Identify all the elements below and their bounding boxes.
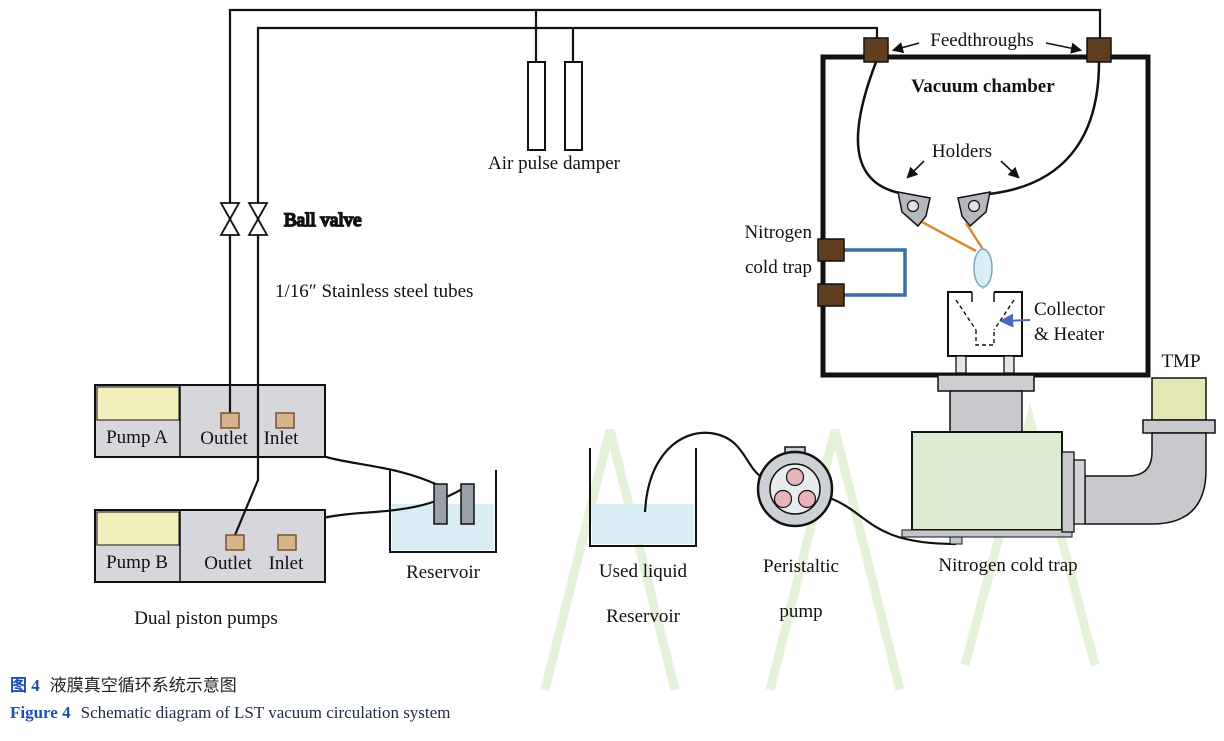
vacuum-chamber-label: Vacuum chamber <box>911 76 1055 97</box>
ball-valve-symbol <box>219 217 241 236</box>
caption-zh: 图 4 液膜真空循环系统示意图 <box>10 672 450 699</box>
damper-tube <box>564 61 583 151</box>
tmp-body <box>1151 377 1207 421</box>
caption-zh-text: 液膜真空循环系统示意图 <box>49 676 237 695</box>
supply-tube-left <box>856 61 906 196</box>
pump-b-outlet-port <box>225 534 245 551</box>
pump-a-inlet-label: Inlet <box>264 428 300 449</box>
holder-arrow <box>906 160 925 179</box>
feedthrough <box>1086 37 1112 63</box>
collector-arrow <box>999 313 1031 328</box>
collector-label-1: Collector <box>1034 299 1105 320</box>
pump-ports <box>220 412 297 551</box>
reservoir-label: Reservoir <box>406 562 481 583</box>
nitrogen-trap-box <box>911 431 1063 531</box>
pump-b-panel <box>96 511 180 546</box>
steel-tubes-label: 1/16″ Stainless steel tubes <box>275 281 473 302</box>
collector-label-2: & Heater <box>1034 324 1105 345</box>
used-liquid-label-2: Reservoir <box>606 606 681 627</box>
nitrogen-left-label-1: Nitrogen <box>744 222 812 243</box>
nozzle-line <box>921 220 977 253</box>
caption-en-number: Figure 4 <box>10 703 71 723</box>
pump-a-outlet-port <box>220 412 240 429</box>
chamber-flange <box>937 374 1035 392</box>
collector-foot <box>955 355 967 374</box>
collector-funnel-dashed <box>955 299 1015 346</box>
used-liquid <box>592 504 694 544</box>
nozzle-line <box>964 222 986 252</box>
pipe-pumpB-to-left-feedthrough <box>233 26 879 536</box>
nitrogen-trap-bottom-label: Nitrogen cold trap <box>938 555 1077 576</box>
air-pulse-damper: Air pulse damper <box>488 61 621 174</box>
trap-side-flange <box>1061 451 1075 533</box>
cold-trap-loop <box>844 248 907 297</box>
figure-caption: 图 4 液膜真空循环系统示意图 Figure 4 Schematic diagram… <box>10 672 450 726</box>
holder-arrow <box>1000 160 1020 179</box>
bottom-assembly: Nitrogen cold trap TMP <box>901 351 1216 576</box>
ball-valve-symbol <box>219 202 241 221</box>
air-pulse-damper-label: Air pulse damper <box>488 153 621 174</box>
holder-bolt <box>967 199 981 213</box>
trap-drain-nub <box>949 536 963 545</box>
pedestal <box>949 390 1023 433</box>
reservoir-dip-tube <box>433 483 448 525</box>
peristaltic-pump: Peristaltic pump <box>643 431 957 622</box>
feedthrough-arrow <box>891 42 920 53</box>
cold-trap-port <box>817 283 845 307</box>
pump-b-label: Pump B <box>106 552 168 573</box>
dual-piston-pumps-label: Dual piston pumps <box>134 608 278 629</box>
pump-a-panel <box>96 386 180 421</box>
feedthrough <box>863 37 889 63</box>
liquid-sheet <box>973 248 993 288</box>
pump-b-inlet-label: Inlet <box>269 553 305 574</box>
dual-piston-pumps: Pump A Outlet Inlet Pump B Outlet Inlet … <box>94 384 326 629</box>
cold-trap-port <box>817 238 845 262</box>
used-container <box>589 448 697 547</box>
holder-bolt <box>906 199 920 213</box>
ball-valves: Ball valve <box>219 202 362 236</box>
used-liquid-label-1: Used liquid <box>599 561 688 582</box>
pump-b-outlet-label: Outlet <box>204 553 252 574</box>
tmp-elbow-pipe <box>1084 432 1207 525</box>
supply-tube-right <box>987 61 1101 196</box>
caption-en: Figure 4 Schematic diagram of LST vacuum … <box>10 699 450 726</box>
tube-pump-to-trap <box>826 495 957 546</box>
collector-box <box>947 291 1023 357</box>
ball-valve-symbol <box>247 217 269 236</box>
peristaltic-label-1: Peristaltic <box>763 556 839 577</box>
peristaltic-label-2: pump <box>779 601 822 622</box>
nitrogen-left-label-2: cold trap <box>745 257 812 278</box>
tube-used-to-pump <box>643 431 764 513</box>
pump-a-inlet-port <box>275 412 295 429</box>
watermark <box>540 402 1100 692</box>
collector-opening <box>972 289 994 295</box>
holders-label: Holders <box>932 141 992 162</box>
tmp-label: TMP <box>1161 351 1200 372</box>
caption-zh-number: 图 4 <box>10 676 40 695</box>
pump-roller <box>785 467 805 487</box>
used-liquid-reservoir: Used liquid Reservoir <box>589 448 697 627</box>
collector-foot <box>1003 355 1015 374</box>
damper-tube <box>527 61 546 151</box>
feedthrough-arrow <box>1045 42 1083 54</box>
feedthroughs-label: Feedthroughs <box>930 30 1033 51</box>
ball-valve-label: Ball valve <box>284 210 362 231</box>
tmp-flange <box>1142 419 1216 434</box>
trap-base-plate <box>901 529 1073 538</box>
vacuum-chamber: Vacuum chamber Feedthroughs Holders Nitr… <box>744 30 1151 378</box>
ball-valve-symbol <box>247 202 269 221</box>
pump-b-inlet-port <box>277 534 297 551</box>
pump-roller <box>797 489 817 509</box>
reservoir: Reservoir <box>284 427 497 583</box>
pump-a-label: Pump A <box>106 427 168 448</box>
caption-en-text: Schematic diagram of LST vacuum circulat… <box>80 703 451 723</box>
pump-a-outlet-label: Outlet <box>200 428 248 449</box>
reservoir-dip-tube <box>460 483 475 525</box>
pump-roller <box>773 489 793 509</box>
trap-side-flange-2 <box>1073 459 1086 525</box>
